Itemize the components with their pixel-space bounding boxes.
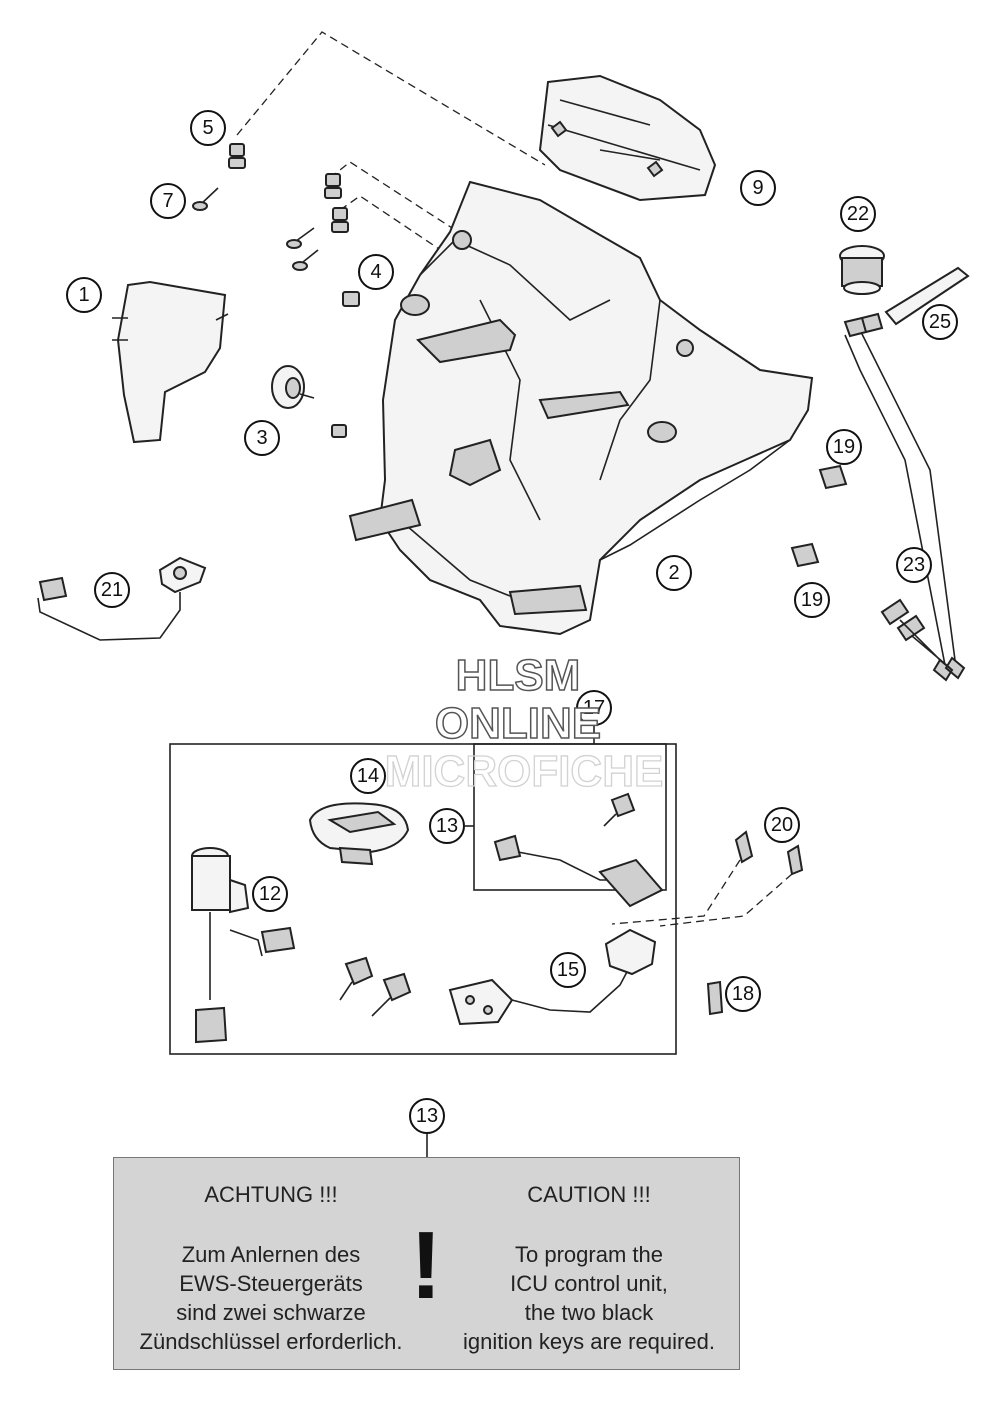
grommet-part <box>271 365 315 409</box>
svg-text:MICROFICHE: MICROFICHE <box>385 747 664 796</box>
notice-german-line: EWS-Steuergeräts <box>179 1271 363 1296</box>
notice-english: CAUTION !!! To program the ICU control u… <box>444 1158 734 1356</box>
svg-text:17: 17 <box>583 697 605 719</box>
cable-connectors-part <box>843 312 966 682</box>
ignition-lock-part <box>191 847 296 1044</box>
svg-text:3: 3 <box>256 427 267 449</box>
callout-3: 3 <box>244 420 280 456</box>
callout-12: 12 <box>252 876 288 912</box>
svg-text:18: 18 <box>732 983 754 1005</box>
caution-notice: ACHTUNG !!! Zum Anlernen des EWS-Steuerg… <box>113 1157 740 1370</box>
svg-text:HLSM: HLSM <box>456 651 581 700</box>
callout-18: 18 <box>725 976 761 1012</box>
notice-english-line: the two black <box>524 1300 654 1325</box>
exclamation-icon: ! <box>410 1212 442 1319</box>
svg-text:21: 21 <box>101 579 123 601</box>
svg-text:14: 14 <box>357 765 379 787</box>
svg-text:15: 15 <box>557 959 579 981</box>
screws-19-part <box>790 464 848 568</box>
svg-text:23: 23 <box>903 554 925 576</box>
svg-text:19: 19 <box>801 589 823 611</box>
svg-text:13: 13 <box>436 815 458 837</box>
tank-cap-part <box>308 802 410 866</box>
callout-1: 1 <box>66 277 102 313</box>
callout-labels: 1 2 3 4 5 7 9 12 13 13 14 15 17 18 19 19… <box>66 110 958 1134</box>
bushings-and-screws <box>192 143 349 271</box>
callout-19b: 19 <box>794 582 830 618</box>
callout-9: 9 <box>740 170 776 206</box>
immobilizer-cable-part <box>493 834 664 908</box>
notice-german: ACHTUNG !!! Zum Anlernen des EWS-Steuerg… <box>126 1158 416 1356</box>
notice-english-line: ignition keys are required. <box>463 1329 715 1354</box>
ignition-kit-frame <box>169 743 677 1055</box>
notice-english-line: To program the <box>515 1242 663 1267</box>
callout-4: 4 <box>358 254 394 290</box>
svg-text:4: 4 <box>370 261 381 283</box>
callout-17: 17 <box>576 690 612 726</box>
svg-text:9: 9 <box>752 177 763 199</box>
clip-part <box>331 291 360 438</box>
screws-20-18-part <box>611 830 804 1016</box>
svg-text:1: 1 <box>78 284 89 306</box>
callout-22: 22 <box>840 196 876 232</box>
notice-german-line: Zündschlüssel erforderlich. <box>139 1329 403 1354</box>
callout-25: 25 <box>922 304 958 340</box>
callout-23: 23 <box>896 547 932 583</box>
notice-english-heading: CAUTION !!! <box>527 1182 651 1207</box>
notice-german-line: Zum Anlernen des <box>181 1242 361 1267</box>
svg-text:5: 5 <box>202 117 213 139</box>
callout-19a: 19 <box>826 429 862 465</box>
callout-13a: 13 <box>429 808 465 844</box>
callout-13b: 13 <box>409 1098 445 1134</box>
callout-5: 5 <box>190 110 226 146</box>
strap-bracket-part <box>884 266 970 326</box>
instrument-cluster-part <box>538 74 717 202</box>
notice-german-line: sind zwei schwarze <box>176 1300 366 1325</box>
callout-15: 15 <box>550 952 586 988</box>
callout-7: 7 <box>150 183 186 219</box>
callout-20: 20 <box>764 807 800 843</box>
svg-text:19: 19 <box>833 436 855 458</box>
power-socket-part <box>839 245 885 295</box>
svg-text:25: 25 <box>929 311 951 333</box>
side-panel-part <box>112 280 229 444</box>
callout-21: 21 <box>94 572 130 608</box>
watermark: HLSM ONLINE MICROFICHE <box>384 650 664 796</box>
sensor-cable-part <box>37 556 207 641</box>
svg-text:ONLINE: ONLINE <box>435 699 601 748</box>
svg-text:12: 12 <box>259 883 281 905</box>
svg-text:22: 22 <box>847 203 869 225</box>
svg-text:13: 13 <box>416 1105 438 1127</box>
svg-text:7: 7 <box>162 190 173 212</box>
fairing-bracket-part <box>348 180 814 636</box>
notice-german-heading: ACHTUNG !!! <box>204 1182 338 1207</box>
ignition-keys-part <box>339 792 636 1017</box>
svg-text:2: 2 <box>668 562 679 584</box>
notice-english-line: ICU control unit, <box>510 1271 668 1296</box>
callout-2: 2 <box>656 555 692 591</box>
antenna-sensor-part <box>448 928 657 1026</box>
callout-14: 14 <box>350 758 386 794</box>
svg-text:20: 20 <box>771 814 793 836</box>
